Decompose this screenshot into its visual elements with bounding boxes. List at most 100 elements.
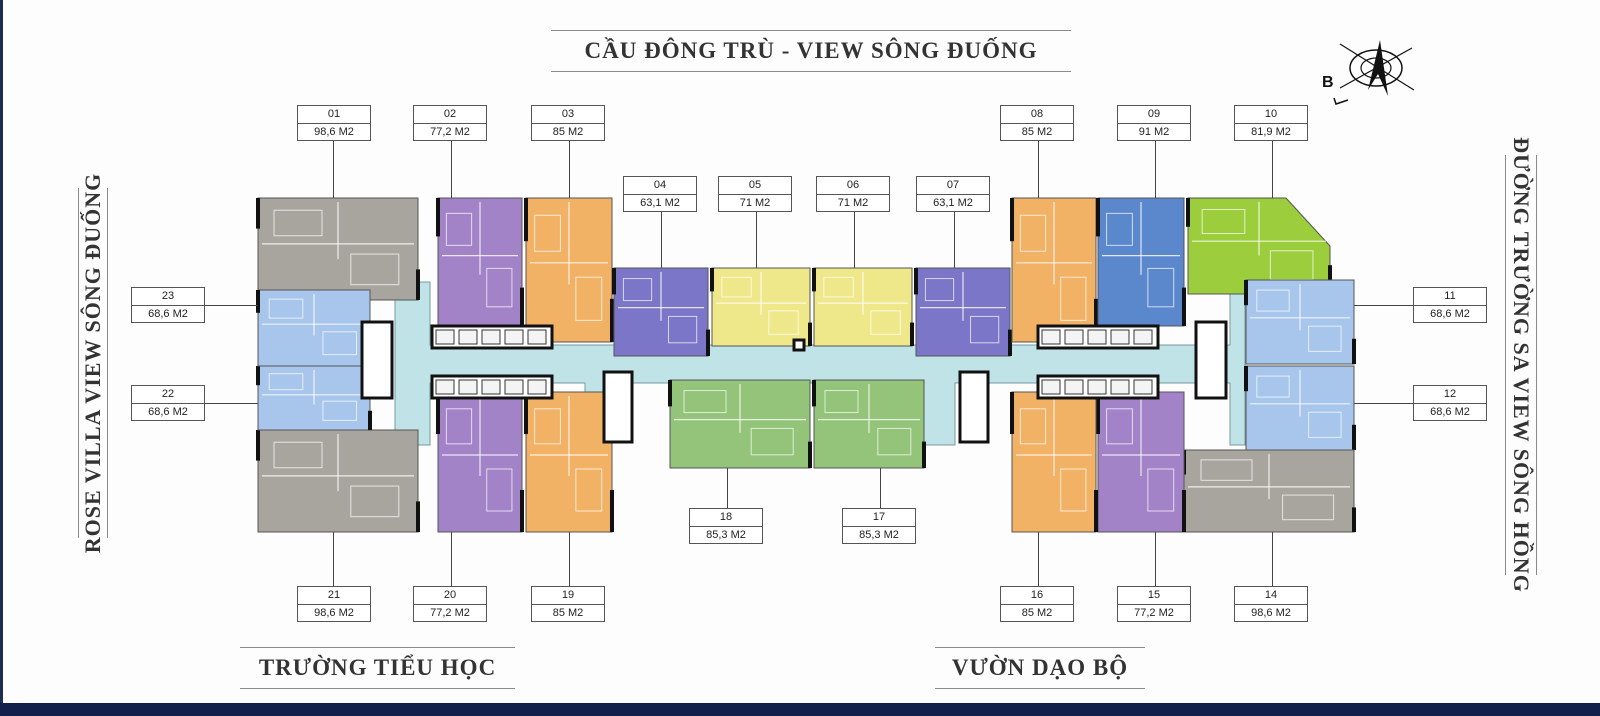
unit-area: 68,6 M2: [1430, 308, 1470, 320]
unit-wall: [612, 268, 616, 295]
unit-wall: [1010, 198, 1014, 242]
unit-room: [1106, 408, 1133, 445]
leader-line: [954, 212, 955, 268]
elevator-shaft: [1110, 379, 1130, 395]
unit-area: 71 M2: [739, 197, 771, 209]
unit-room: [1256, 289, 1290, 312]
unit-area: 98,6 M2: [1251, 607, 1291, 619]
unit-room: [970, 315, 1000, 344]
unit-number: 03: [532, 106, 604, 124]
elevator-shaft: [435, 379, 455, 395]
unit-wall: [436, 392, 440, 434]
elevator-shaft: [1110, 329, 1130, 345]
unit-room: [1256, 375, 1290, 398]
unit-number: 12: [1414, 386, 1486, 404]
leader-line: [661, 212, 662, 268]
unit-room: [877, 427, 912, 456]
unit-wall: [1352, 338, 1356, 364]
elevator-shaft: [1064, 379, 1084, 395]
unit-wall: [520, 287, 524, 326]
unit-label-03: 03 85 M2: [531, 105, 605, 141]
unit-room: [322, 331, 358, 356]
unit-number: 22: [132, 386, 204, 404]
unit-area: 77,2 M2: [1134, 607, 1174, 619]
unit-area: 85 M2: [552, 126, 584, 138]
unit-area: 63,1 M2: [933, 197, 973, 209]
unit-room: [683, 390, 727, 414]
unit-room: [668, 315, 698, 344]
leader-line: [727, 468, 728, 508]
unit-wall: [808, 441, 812, 468]
unit-wall: [256, 290, 260, 313]
unit-area: 81,9 M2: [1251, 126, 1291, 138]
unit-wall: [812, 380, 816, 407]
unit-area: 77,2 M2: [430, 607, 470, 619]
unit-area: 85 M2: [1021, 126, 1053, 138]
leader-line: [1155, 141, 1156, 198]
leader-line: [854, 212, 855, 268]
unit-wall: [1186, 198, 1190, 227]
unit-wall: [368, 410, 372, 430]
core-block: [1194, 320, 1228, 400]
unit-area: 63,1 M2: [640, 197, 680, 209]
unit-number: 01: [298, 106, 370, 124]
unit-wall: [812, 268, 816, 292]
unit-wall: [1352, 424, 1356, 450]
unit-wall: [922, 441, 926, 468]
unit-room: [1282, 494, 1335, 521]
unit-wall: [710, 268, 714, 292]
leader-line: [1354, 403, 1413, 404]
unit-room: [924, 278, 955, 302]
unit-number: 19: [532, 587, 604, 605]
unit-room: [823, 276, 854, 298]
leader-line: [1272, 141, 1273, 198]
heading-north-view: CẦU ĐÔNG TRÙ - VIEW SÔNG ĐUỐNG: [551, 30, 1071, 72]
elevator-shaft: [527, 379, 547, 395]
unit-wall: [256, 430, 260, 461]
unit-room: [1060, 468, 1087, 512]
unit-room: [1106, 212, 1133, 246]
unit-number: 02: [414, 106, 486, 124]
unit-wall: [1096, 198, 1100, 237]
unit-number: 15: [1118, 587, 1190, 605]
unit-room: [1308, 411, 1342, 438]
core-block: [360, 320, 394, 400]
elevator-shaft: [481, 379, 501, 395]
unit-wall: [416, 269, 420, 300]
unit-room: [534, 408, 561, 445]
elevator-shaft: [504, 379, 524, 395]
unit-number: 08: [1001, 106, 1073, 124]
unit-area: 85 M2: [1021, 607, 1053, 619]
heading-garden-view: VƯỜN DẠO BỘ: [935, 647, 1145, 689]
unit-room: [322, 400, 358, 421]
unit-wall: [610, 298, 614, 342]
unit-wall: [1182, 490, 1186, 532]
unit-label-15: 15 77,2 M2: [1117, 586, 1191, 622]
unit-room: [486, 468, 513, 512]
leader-line: [1272, 532, 1273, 586]
unit-number: 18: [690, 509, 762, 527]
unit-room: [273, 441, 323, 469]
unit-area: 85,3 M2: [859, 529, 899, 541]
unit-area: 98,6 M2: [314, 126, 354, 138]
unit-room: [721, 276, 752, 298]
unit-room: [575, 276, 603, 321]
leader-line: [451, 141, 452, 198]
leader-line: [880, 468, 881, 508]
unit-room: [350, 253, 400, 286]
elevator-shaft: [435, 329, 455, 345]
unit-room: [1200, 459, 1253, 481]
leader-line: [569, 532, 570, 586]
